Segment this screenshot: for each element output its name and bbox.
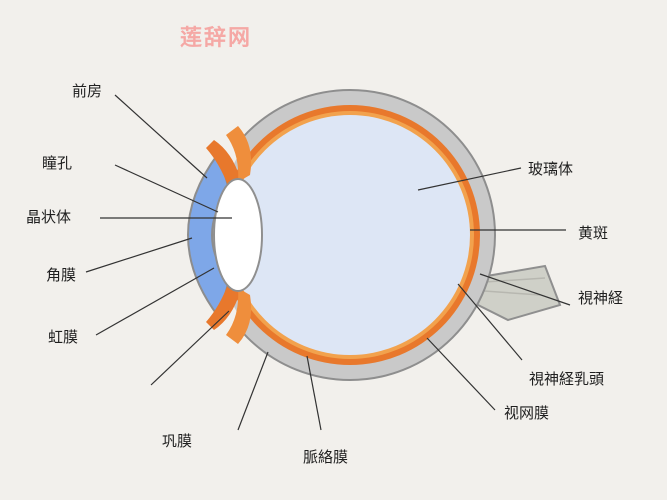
label-lens: 晶状体 bbox=[26, 208, 71, 226]
iris-lower-shape bbox=[206, 284, 240, 330]
leader-line-vitreous-body bbox=[417, 167, 522, 191]
lens-shape bbox=[213, 178, 263, 292]
ciliary-body-lower-shape bbox=[226, 288, 252, 344]
label-choroid: 脈絡膜 bbox=[303, 448, 348, 466]
label-sclera: 巩膜 bbox=[162, 432, 192, 450]
leader-line-retina bbox=[426, 337, 496, 411]
label-anterior-chamber: 前房 bbox=[72, 82, 102, 100]
leader-line-sclera bbox=[150, 310, 230, 386]
label-cornea: 角膜 bbox=[46, 266, 76, 284]
ciliary-body-upper-shape bbox=[226, 126, 252, 182]
leader-line-choroid bbox=[306, 355, 322, 431]
leader-line-cornea bbox=[85, 237, 193, 273]
vitreous-body-shape bbox=[230, 115, 470, 355]
label-vitreous-body: 玻璃体 bbox=[528, 160, 573, 178]
watermark-text: 莲辞网 bbox=[180, 25, 252, 51]
leader-lines bbox=[85, 94, 571, 431]
leader-line-iris bbox=[95, 267, 215, 336]
leader-line-sclera-2 bbox=[237, 351, 269, 431]
label-optic-nerve: 視神経 bbox=[578, 289, 623, 307]
label-macula: 黄斑 bbox=[578, 224, 608, 242]
label-retina: 视网膜 bbox=[504, 404, 549, 422]
iris-upper-shape bbox=[206, 140, 240, 186]
label-pupil: 瞳孔 bbox=[42, 154, 72, 172]
leader-line-anterior-chamber bbox=[114, 94, 208, 179]
label-iris: 虹膜 bbox=[48, 328, 78, 346]
leader-line-optic-disc bbox=[457, 283, 523, 361]
leader-line-optic-nerve bbox=[479, 273, 571, 306]
label-optic-disc: 視神経乳頭 bbox=[529, 370, 604, 388]
leader-line-pupil bbox=[114, 164, 219, 213]
